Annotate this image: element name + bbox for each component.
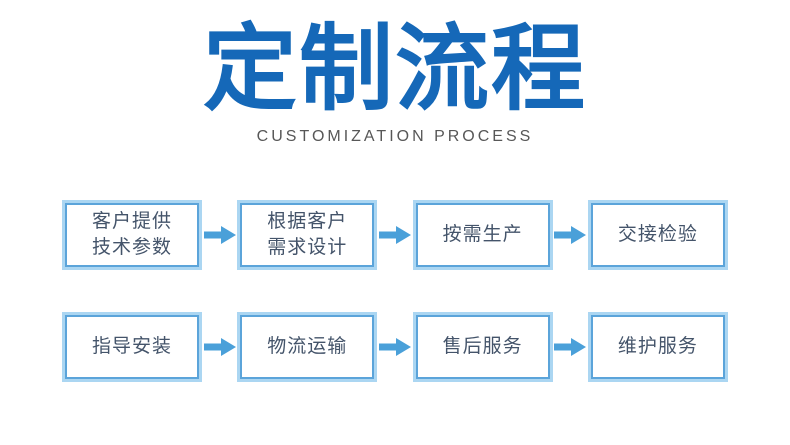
step-label: 按需生产	[442, 224, 523, 245]
step-label: 维护服务	[617, 336, 698, 357]
arrow-right-icon	[378, 226, 411, 244]
arrow-right-icon	[203, 338, 236, 356]
flow-step-customer-parameters: 客户提供 技术参数	[62, 200, 202, 270]
flow-step-maintenance-service: 维护服务	[587, 312, 728, 382]
flow-step-after-sales-service: 售后服务	[412, 312, 553, 382]
step-label: 售后服务	[442, 336, 523, 357]
step-label: 指导安装	[91, 336, 172, 357]
arrow-right-icon	[378, 338, 411, 356]
page-subtitle: CUSTOMIZATION PROCESS	[256, 128, 534, 145]
flow-step-production: 按需生产	[412, 200, 553, 270]
flow-row-2: 指导安装 物流运输 售后服务	[62, 312, 728, 382]
flow-step-design-by-demand: 根据客户 需求设计	[237, 200, 378, 270]
step-label: 根据客户 需求设计	[267, 211, 348, 258]
arrow-right-icon	[554, 338, 587, 356]
flow-step-logistics: 物流运输	[237, 312, 378, 382]
flow-step-installation-guidance: 指导安装	[62, 312, 202, 382]
arrow-right-icon	[554, 226, 587, 244]
step-label: 物流运输	[267, 336, 348, 357]
step-label: 交接检验	[617, 224, 698, 245]
step-label: 客户提供 技术参数	[91, 211, 172, 258]
header: 定制流程 CUSTOMIZATION PROCESS	[0, 0, 790, 146]
flow-row-1: 客户提供 技术参数 根据客户 需求设计 按需生产	[62, 200, 728, 270]
page-title: 定制流程	[202, 16, 587, 121]
flow-step-handover-inspection: 交接检验	[587, 200, 728, 270]
process-flow: 客户提供 技术参数 根据客户 需求设计 按需生产	[62, 200, 728, 382]
arrow-right-icon	[203, 226, 236, 244]
